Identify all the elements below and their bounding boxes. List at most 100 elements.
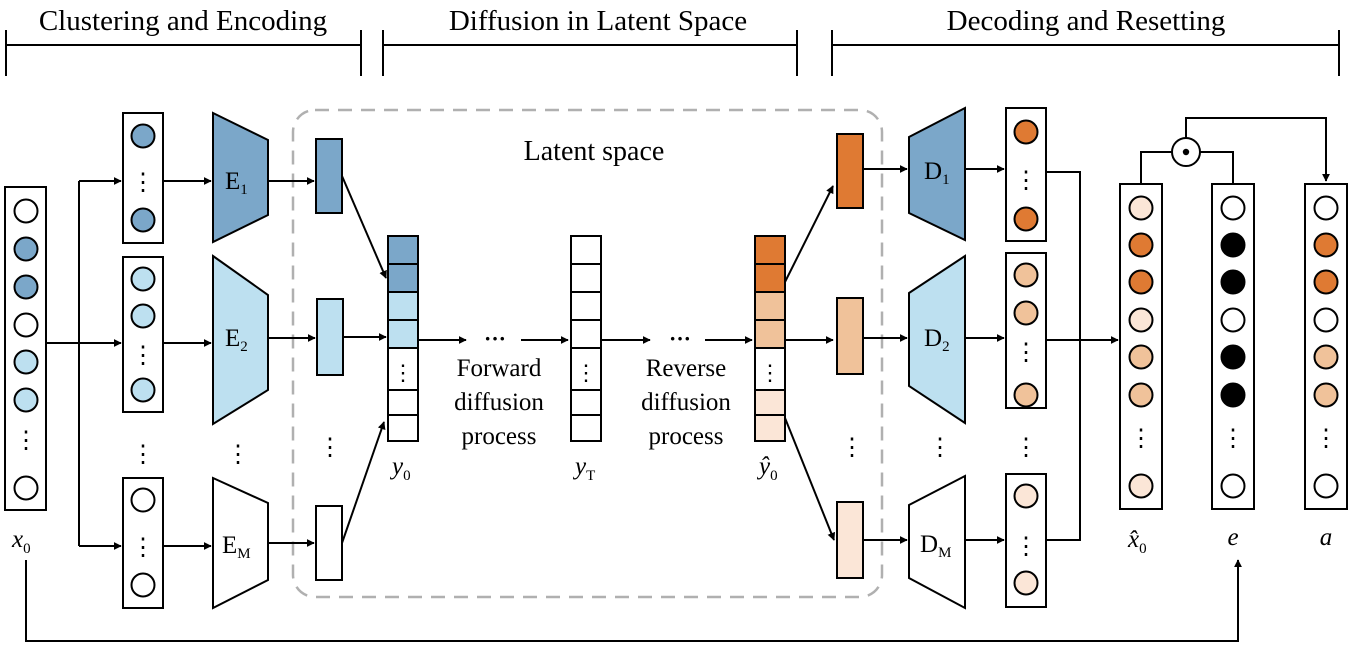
vector-node xyxy=(1013,570,1039,596)
decoded-latent-m xyxy=(836,501,864,579)
vector-node xyxy=(1128,382,1154,408)
vector-node xyxy=(1128,232,1154,258)
section-header-decoding: Decoding and Resetting xyxy=(831,5,1340,76)
vector-node xyxy=(1013,262,1039,288)
latent-code-2 xyxy=(316,298,344,376)
x0-label: x0 xyxy=(11,526,31,557)
vector-cell xyxy=(570,389,602,416)
vector-node xyxy=(130,377,156,403)
vector-node xyxy=(1220,473,1246,499)
vertical-ellipsis: ⋮ xyxy=(1014,340,1038,366)
e-label: e xyxy=(1227,524,1238,551)
encoder-shape xyxy=(212,254,269,426)
vertical-ellipsis: ⋮ xyxy=(131,535,155,561)
vertical-ellipsis: ⋮ xyxy=(1014,168,1038,194)
forward-dots: ··· xyxy=(484,326,506,351)
vector-cell xyxy=(387,291,419,321)
vector-cell xyxy=(754,235,786,265)
vertical-ellipsis: ⋮ xyxy=(1314,426,1338,452)
vector-cell xyxy=(387,263,419,293)
encoder-shape xyxy=(212,476,269,610)
vector-node xyxy=(1013,206,1039,232)
a-label: a xyxy=(1320,524,1333,551)
decoded-vector-m: ⋮ xyxy=(1005,473,1047,608)
vector-node xyxy=(1313,473,1339,499)
hadamard-inputs xyxy=(1140,151,1234,184)
latent-space-label: Latent space xyxy=(524,136,665,167)
vector-node xyxy=(1220,269,1246,295)
decoded-vector-2: ⋮ xyxy=(1005,252,1047,409)
vector-cell xyxy=(387,347,419,391)
reverse-process-line1: Reverse xyxy=(646,355,727,382)
vector-cell xyxy=(570,263,602,293)
vector-node xyxy=(1220,307,1246,333)
vector-cell xyxy=(754,347,786,391)
vector-node xyxy=(1313,307,1339,333)
vector-node xyxy=(1313,269,1339,295)
hadamard-operator xyxy=(1171,137,1201,167)
decoder-label: DM xyxy=(920,531,951,561)
vector-cell xyxy=(570,319,602,349)
y0hat-label: ŷ0 xyxy=(756,453,778,484)
vector-node xyxy=(1128,195,1154,221)
vector-node xyxy=(1128,269,1154,295)
vector-node xyxy=(130,207,156,233)
vector-node xyxy=(13,236,39,262)
vector-node xyxy=(1313,232,1339,258)
vector-node xyxy=(1220,382,1246,408)
reverse-process-line3: process xyxy=(649,423,724,450)
vector-cell xyxy=(570,291,602,321)
forward-process-line1: Forward xyxy=(457,355,542,382)
x0-split-connector xyxy=(46,181,80,546)
cluster-vector-1: ⋮ xyxy=(122,112,164,244)
section-title-clustering-encoding: Clustering and Encoding xyxy=(39,5,327,37)
x0hat-label: x̂0 xyxy=(1127,526,1147,557)
vector-node xyxy=(130,487,156,513)
section-bracket-diffusion xyxy=(382,30,798,76)
decoded-vectors-ellipsis: ⋮ xyxy=(1014,435,1038,461)
vector-cell xyxy=(754,389,786,416)
vector-yT: ⋮ xyxy=(570,235,602,442)
decoder-label: D1 xyxy=(924,158,950,188)
vertical-ellipsis: ⋮ xyxy=(392,360,414,385)
decoded-latent-2 xyxy=(836,297,864,375)
vector-cell xyxy=(387,414,419,442)
vector-node xyxy=(1128,473,1154,499)
vector-node xyxy=(1313,344,1339,370)
section-bracket-clustering xyxy=(5,30,362,76)
cluster-vector-m: ⋮ xyxy=(122,477,164,609)
vertical-ellipsis: ⋮ xyxy=(1221,426,1245,452)
reverse-dots: ··· xyxy=(669,326,691,351)
vertical-ellipsis: ⋮ xyxy=(131,343,155,369)
vector-cell xyxy=(754,291,786,321)
latent-code-m xyxy=(315,505,343,581)
vector-node xyxy=(1013,300,1039,326)
encoder-e2: E2 xyxy=(212,254,269,426)
vector-node xyxy=(1013,119,1039,145)
mask-vector-e: ⋮ xyxy=(1211,183,1255,510)
vector-node xyxy=(1220,232,1246,258)
latent-code-1 xyxy=(315,138,343,214)
vector-node xyxy=(130,572,156,598)
vector-node xyxy=(1013,483,1039,509)
decoder-shape xyxy=(908,254,966,425)
vector-node xyxy=(13,198,39,224)
input-vector-x0: ⋮ xyxy=(4,186,47,511)
vertical-ellipsis: ⋮ xyxy=(759,360,781,385)
decoded-vector-1: ⋮ xyxy=(1005,107,1047,242)
encoders-ellipsis: ⋮ xyxy=(226,442,250,468)
cluster-vector-2: ⋮ xyxy=(122,256,164,413)
vector-node xyxy=(13,349,39,375)
vector-node xyxy=(1128,344,1154,370)
decoder-d2: D2 xyxy=(908,254,966,425)
arrow-hadamard-to-a xyxy=(1185,117,1330,182)
section-header-clustering: Clustering and Encoding xyxy=(5,5,362,76)
arrow-x0-to-e-feedback xyxy=(25,559,1242,642)
vertical-ellipsis: ⋮ xyxy=(575,360,597,385)
encoder-e1: E1 xyxy=(212,111,269,244)
vector-node xyxy=(13,387,39,413)
section-title-diffusion: Diffusion in Latent Space xyxy=(449,5,747,37)
arrow-latentm-to-y0 xyxy=(341,421,386,544)
vector-node xyxy=(1220,344,1246,370)
vector-cell xyxy=(754,319,786,349)
